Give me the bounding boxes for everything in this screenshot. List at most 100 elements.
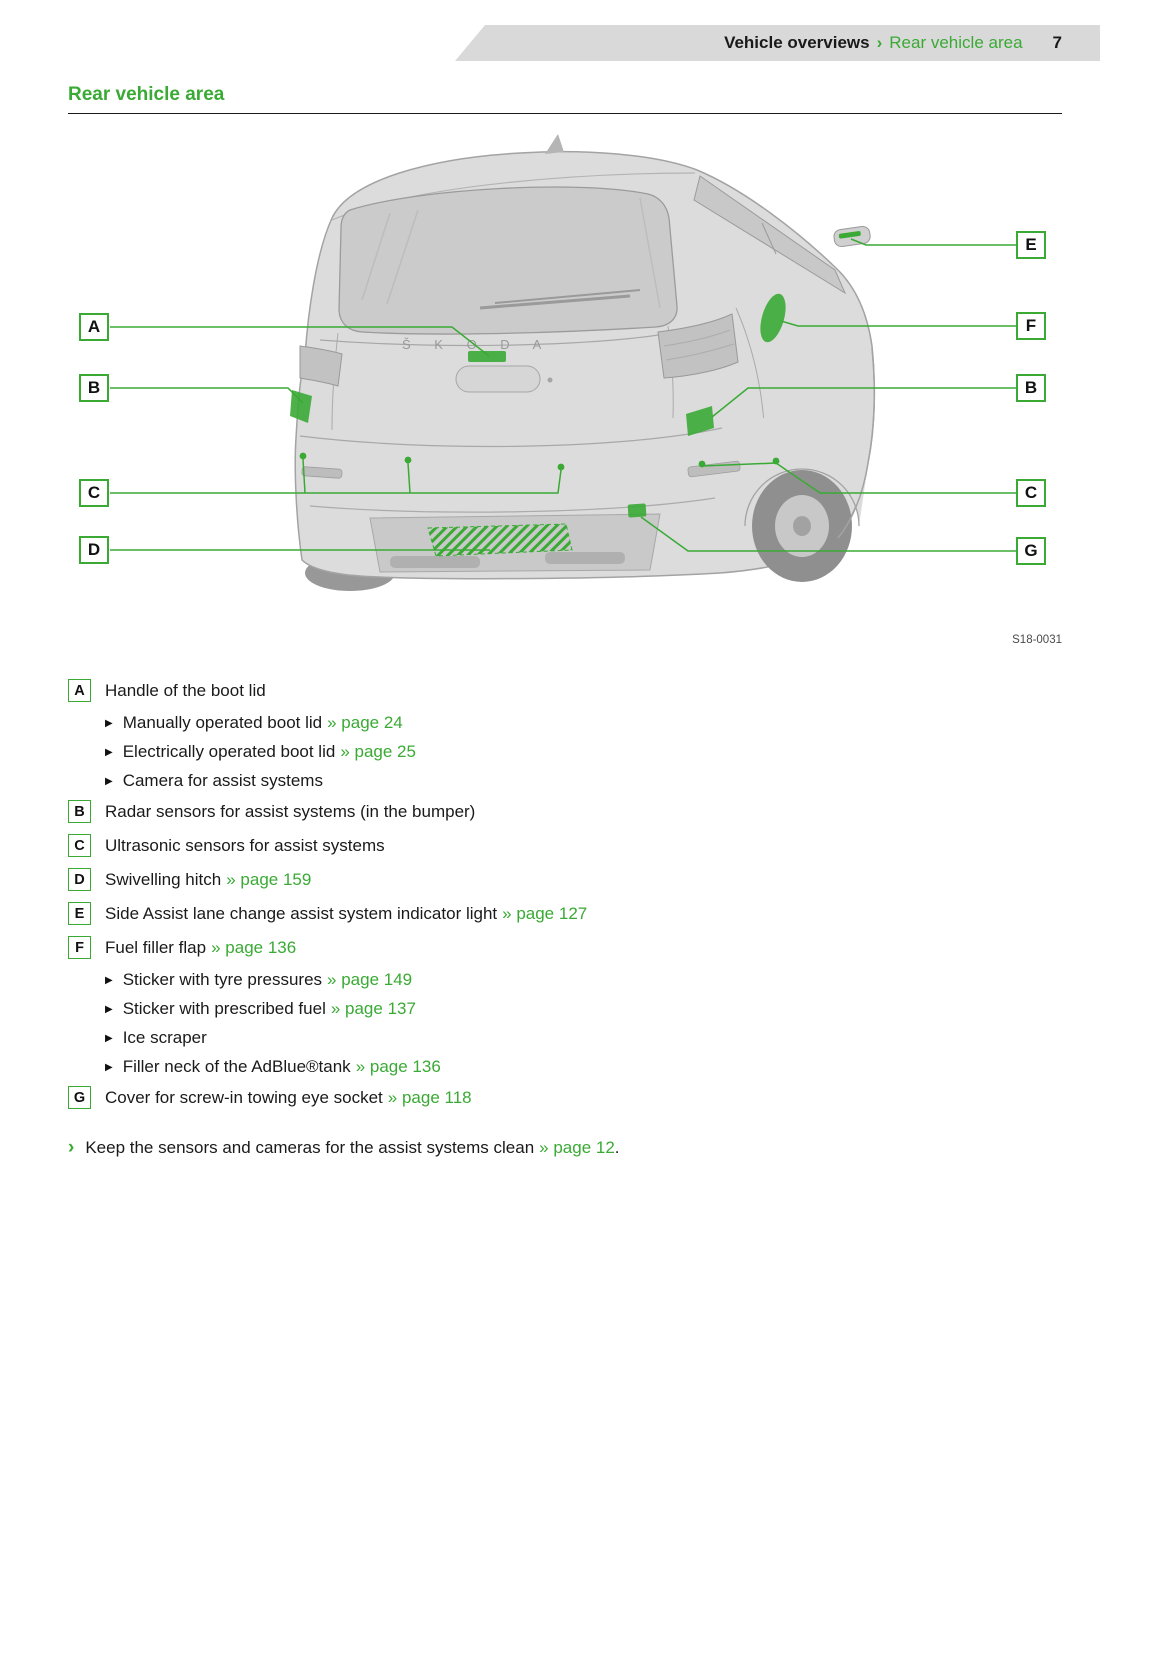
legend-sub-label: Camera for assist systems	[122, 771, 323, 790]
callout-lines	[110, 238, 1016, 552]
rear-window	[338, 186, 678, 335]
legend: A Handle of the boot lid ▶ Manually oper…	[0, 679, 1166, 1109]
highlight-fuel-flap	[760, 293, 786, 343]
legend-subitem: ▶ Sticker with prescribed fuel» page 137	[105, 999, 1166, 1019]
triangle-bullet-icon: ▶	[105, 776, 113, 787]
page-link[interactable]: » page 136	[355, 1057, 441, 1076]
page-title: Rear vehicle area	[68, 84, 225, 105]
callout-line-a	[110, 326, 490, 357]
legend-subitem: ▶ Electrically operated boot lid» page 2…	[105, 742, 1166, 762]
legend-label: Handle of the boot lid	[105, 680, 266, 700]
legend-sub-label: Ice scraper	[122, 1028, 207, 1047]
legend-label: Radar sensors for assist systems (in the…	[105, 801, 476, 821]
legend-subitem: ▶ Sticker with tyre pressures» page 149	[105, 970, 1166, 990]
note: › Keep the sensors and cameras for the a…	[68, 1137, 1166, 1159]
legend-label: Swivelling hitch	[105, 869, 222, 889]
triangle-bullet-icon: ▶	[105, 1004, 113, 1015]
legend-sub-label: Manually operated boot lid	[122, 713, 323, 732]
page-link[interactable]: » page 159	[226, 869, 312, 889]
callout-tick-c1	[302, 458, 306, 494]
header-banner: Vehicle overviews › Rear vehicle area 7	[455, 25, 1100, 61]
legend-key-a: A	[68, 679, 91, 702]
side-window	[693, 175, 847, 295]
callout-line-c-right	[701, 462, 1016, 494]
legend-sub-label: Sticker with prescribed fuel	[122, 999, 326, 1018]
callout-box-b-left: B	[79, 374, 109, 402]
legend-item-f: F Fuel filler flap» page 136	[68, 936, 1166, 959]
legend-sub-label: Filler neck of the AdBlue®tank	[122, 1057, 351, 1076]
tail-lights	[299, 313, 739, 387]
side-mirror	[833, 225, 871, 248]
breadcrumb-section: Vehicle overviews	[724, 33, 870, 52]
callout-box-a-left: A	[79, 313, 109, 341]
callout-box-f-right: F	[1016, 312, 1046, 340]
highlight-radar-right	[686, 406, 714, 436]
legend-key-f: F	[68, 936, 91, 959]
page-link[interactable]: » page 127	[502, 903, 588, 923]
callout-box-g-right: G	[1016, 537, 1046, 565]
brand-lettering: Š K O D A	[402, 337, 553, 393]
rear-wiper	[479, 289, 641, 310]
note-suffix: .	[614, 1138, 620, 1157]
legend-subitem: ▶ Ice scraper	[105, 1028, 1166, 1048]
breadcrumb-separator-icon: ›	[876, 33, 883, 52]
ultrasonic-sensor-dots	[299, 452, 780, 471]
legend-label: Side Assist lane change assist system in…	[105, 903, 498, 923]
legend-subitem: ▶ Filler neck of the AdBlue®tank» page 1…	[105, 1057, 1166, 1077]
callout-tick-c2	[407, 462, 411, 494]
side-assist-indicator-highlight	[838, 231, 861, 239]
callout-box-b-right: B	[1016, 374, 1046, 402]
page-link[interactable]: » page 24	[327, 713, 403, 732]
note-text: Keep the sensors and cameras for the ass…	[85, 1138, 535, 1157]
legend-item-b: B Radar sensors for assist systems (in t…	[68, 800, 1166, 823]
triangle-bullet-icon: ▶	[105, 718, 113, 729]
highlight-boot-handle	[468, 351, 506, 362]
callout-line-b-right	[711, 387, 1016, 418]
rear-vehicle-figure: Š K O D A	[0, 118, 1166, 663]
page-number: 7	[1052, 33, 1062, 52]
callout-box-c-left: C	[79, 479, 109, 507]
legend-label: Fuel filler flap	[105, 937, 207, 957]
legend-sub-label: Electrically operated boot lid	[122, 742, 336, 761]
callout-line-c-left	[110, 469, 562, 494]
callout-box-c-right: C	[1016, 479, 1046, 507]
page-link[interactable]: » page 137	[330, 999, 416, 1018]
triangle-bullet-icon: ▶	[105, 1033, 113, 1044]
legend-item-a: A Handle of the boot lid	[68, 679, 1166, 702]
legend-sub-label: Sticker with tyre pressures	[122, 970, 323, 989]
highlight-towing-eye-cover	[627, 503, 647, 518]
callout-line-g	[640, 516, 1016, 552]
car-illustration: Š K O D A	[110, 134, 1016, 591]
legend-key-c: C	[68, 834, 91, 857]
legend-subitem: ▶ Manually operated boot lid» page 24	[105, 713, 1166, 733]
note-bullet-icon: ›	[68, 1137, 75, 1158]
brand-text: Š K O D A	[402, 337, 551, 352]
breadcrumb-subsection: Rear vehicle area	[889, 33, 1023, 52]
page-link[interactable]: » page 25	[340, 742, 416, 761]
page-link[interactable]: » page 12	[539, 1138, 615, 1157]
legend-key-d: D	[68, 868, 91, 891]
triangle-bullet-icon: ▶	[105, 975, 113, 986]
callout-line-e	[850, 238, 1016, 246]
highlight-radar-left	[290, 390, 312, 423]
triangle-bullet-icon: ▶	[105, 747, 113, 758]
callout-box-d-left: D	[79, 536, 109, 564]
legend-item-e: E Side Assist lane change assist system …	[68, 902, 1166, 925]
legend-key-e: E	[68, 902, 91, 925]
page-link[interactable]: » page 136	[211, 937, 297, 957]
legend-item-c: C Ultrasonic sensors for assist systems	[68, 834, 1166, 857]
legend-item-g: G Cover for screw-in towing eye socket» …	[68, 1086, 1166, 1109]
page-link[interactable]: » page 149	[327, 970, 413, 989]
callout-box-e-right: E	[1016, 231, 1046, 259]
legend-label: Ultrasonic sensors for assist systems	[105, 835, 385, 855]
title-rule	[68, 113, 1062, 114]
legend-key-b: B	[68, 800, 91, 823]
legend-key-g: G	[68, 1086, 91, 1109]
figure-code: S18-0031	[1012, 634, 1062, 646]
callout-line-b-left	[110, 387, 304, 404]
callout-line-f	[780, 320, 1016, 327]
legend-item-d: D Swivelling hitch» page 159	[68, 868, 1166, 891]
legend-label: Cover for screw-in towing eye socket	[105, 1087, 383, 1107]
page-link[interactable]: » page 118	[387, 1087, 472, 1107]
